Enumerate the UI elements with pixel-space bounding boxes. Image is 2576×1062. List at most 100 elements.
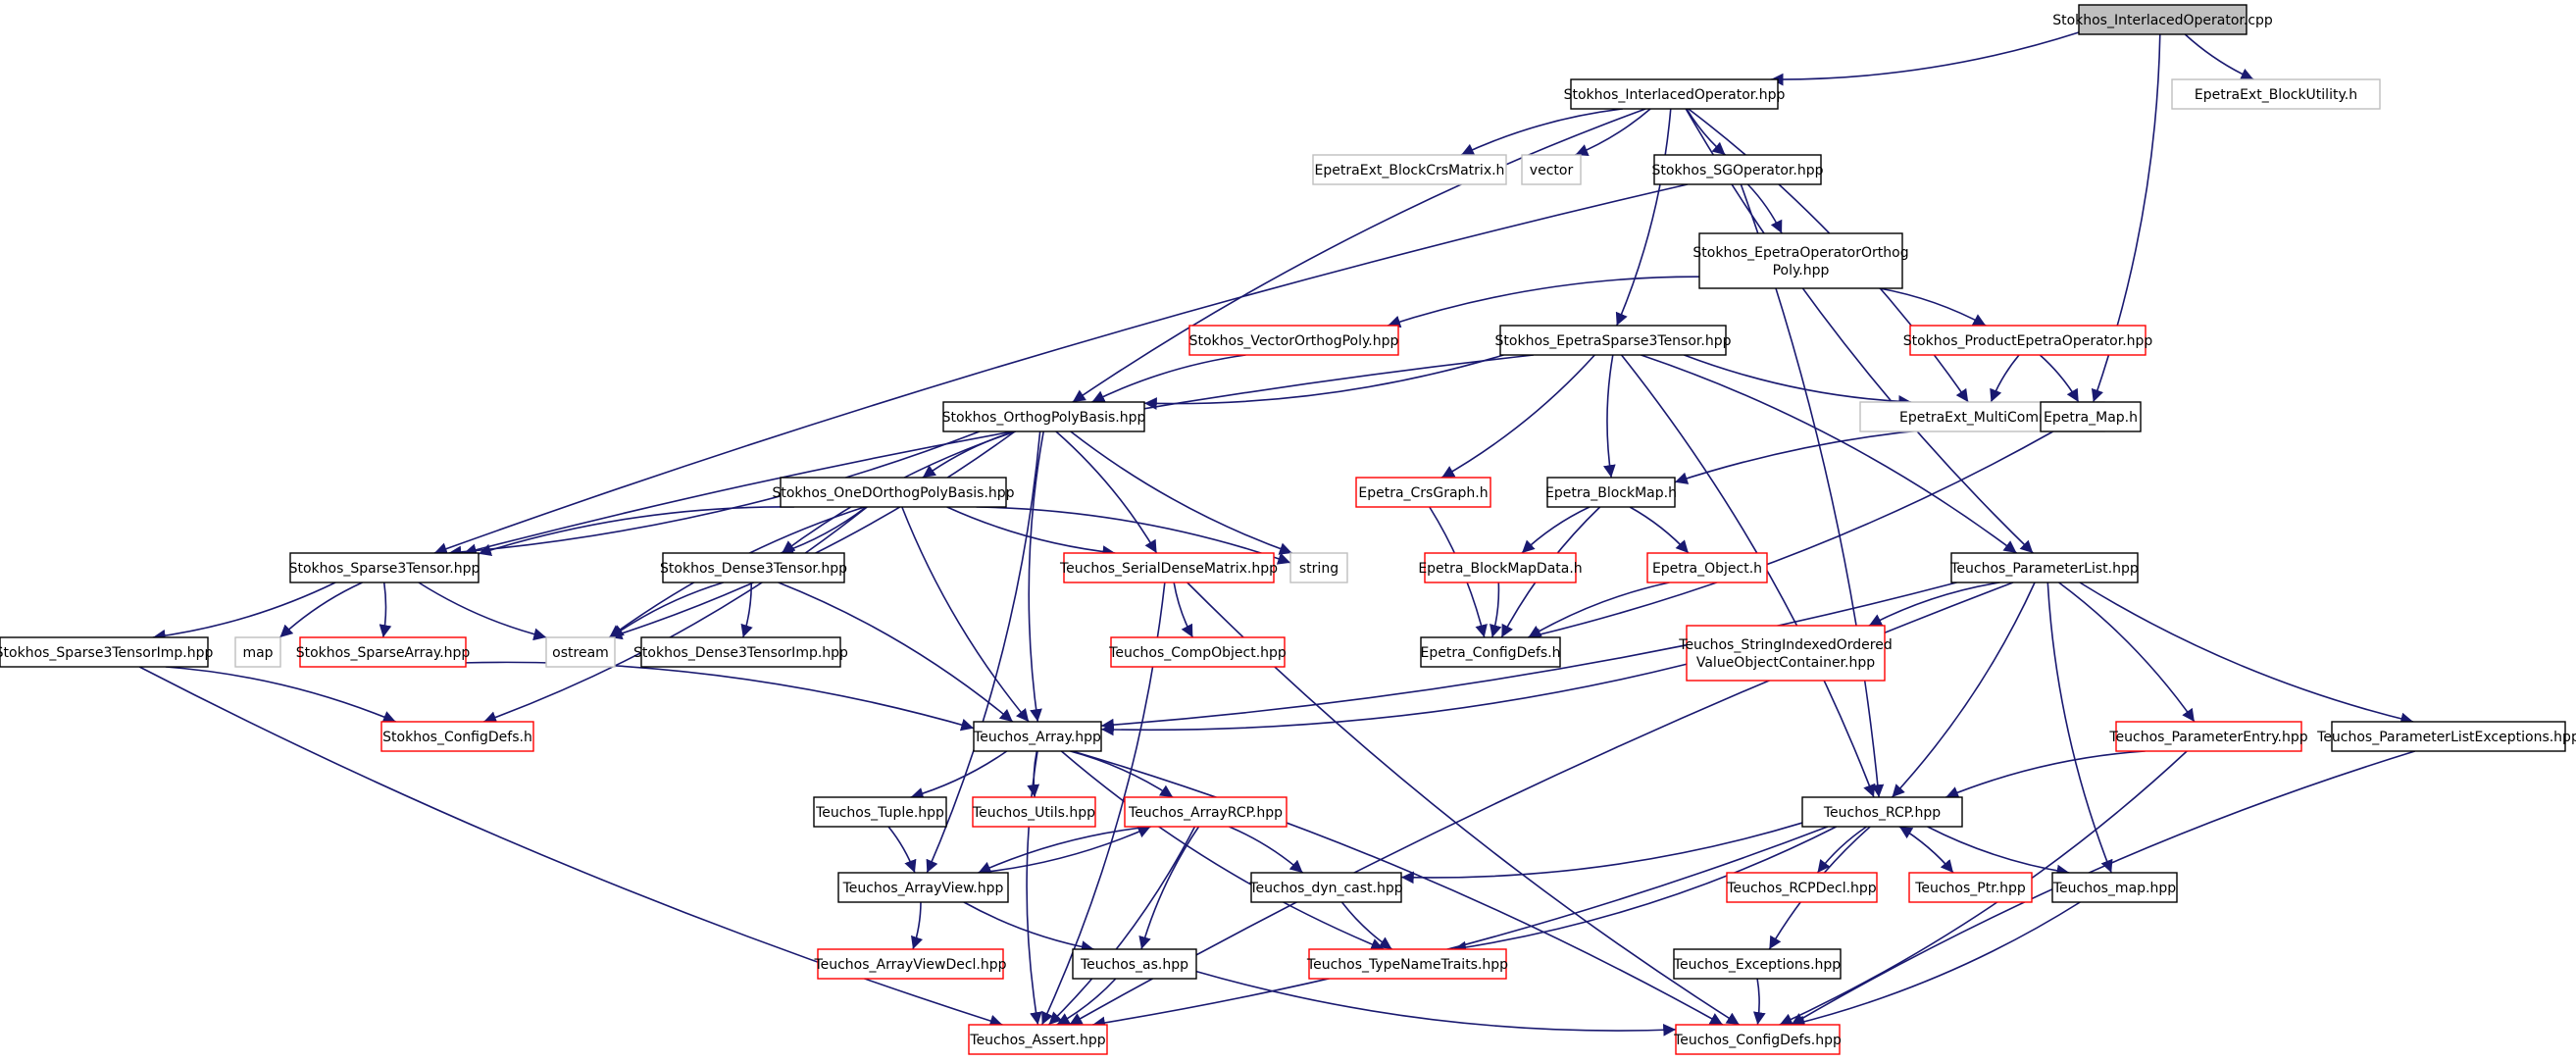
node-label: Teuchos_ParameterEntry.hpp bbox=[2108, 730, 2307, 745]
edge-s3t-to-s3timp bbox=[152, 582, 336, 642]
node-s3timp[interactable]: Stokhos_Sparse3TensorImp.hpp bbox=[0, 636, 213, 668]
node-compobj[interactable]: Teuchos_CompObject.hpp bbox=[1108, 636, 1287, 668]
edge-arcp-to-assert bbox=[1047, 826, 1196, 1026]
edge-array-to-tuple bbox=[910, 750, 1008, 800]
node-label: Teuchos_Utils.hpp bbox=[972, 805, 1095, 821]
node-interlaced_hpp[interactable]: Stokhos_InterlacedOperator.hpp bbox=[1564, 78, 1786, 110]
node-tuple[interactable]: Teuchos_Tuple.hpp bbox=[813, 796, 947, 828]
node-sgop[interactable]: Stokhos_SGOperator.hpp bbox=[1652, 154, 1824, 185]
node-aview[interactable]: Teuchos_ArrayView.hpp bbox=[837, 872, 1009, 903]
node-oneD[interactable]: Stokhos_OneDOrthogPolyBasis.hpp bbox=[772, 477, 1015, 508]
node-sconfig[interactable]: Stokhos_ConfigDefs.h bbox=[380, 721, 534, 752]
edge-eobject-to-econfig bbox=[1528, 582, 1670, 638]
node-arcp[interactable]: Teuchos_ArrayRCP.hpp bbox=[1124, 796, 1288, 828]
node-ptr[interactable]: Teuchos_Ptr.hpp bbox=[1908, 872, 2033, 903]
node-cpp[interactable]: Stokhos_InterlacedOperator.cpp bbox=[2052, 4, 2273, 35]
node-prodop[interactable]: Stokhos_ProductEpetraOperator.hpp bbox=[1903, 325, 2153, 356]
node-d3timp[interactable]: Stokhos_Dense3TensorImp.hpp bbox=[633, 636, 848, 668]
node-assert[interactable]: Teuchos_Assert.hpp bbox=[968, 1024, 1108, 1055]
edge-s3t-to-sparsearr bbox=[379, 582, 392, 638]
node-box bbox=[289, 552, 480, 583]
node-label: Teuchos_Exceptions.hpp bbox=[1673, 957, 1841, 973]
edge-plist-to-plexc bbox=[2079, 582, 2414, 726]
node-sparsearr[interactable]: Stokhos_SparseArray.hpp bbox=[296, 636, 471, 668]
edge-plist-to-pentry bbox=[2058, 582, 2196, 723]
node-exc[interactable]: Teuchos_Exceptions.hpp bbox=[1673, 948, 1842, 980]
node-rcp[interactable]: Teuchos_RCP.hpp bbox=[1801, 796, 1963, 828]
edge-eps3t-to-s3t bbox=[463, 354, 1535, 556]
node-econfig[interactable]: Epetra_ConfigDefs.h bbox=[1420, 636, 1561, 668]
node-pentry[interactable]: Teuchos_ParameterEntry.hpp bbox=[2108, 721, 2308, 752]
node-avdecl[interactable]: Teuchos_ArrayViewDecl.hpp bbox=[813, 948, 1007, 980]
node-s3t[interactable]: Stokhos_Sparse3Tensor.hpp bbox=[289, 552, 480, 583]
edge-s3timp-to-sconfig bbox=[165, 666, 396, 724]
node-string: string bbox=[1289, 552, 1348, 583]
node-label: Poly.hpp bbox=[1773, 263, 1830, 278]
node-box bbox=[1698, 232, 1903, 289]
node-utils[interactable]: Teuchos_Utils.hpp bbox=[972, 796, 1096, 828]
node-box bbox=[1312, 154, 1507, 185]
node-box bbox=[234, 636, 281, 668]
node-as[interactable]: Teuchos_as.hpp bbox=[1072, 948, 1197, 980]
node-tmap[interactable]: Teuchos_map.hpp bbox=[2051, 872, 2178, 903]
node-box bbox=[1653, 154, 1822, 185]
edge-blockmap-to-bmdata bbox=[1521, 506, 1591, 554]
node-vector: vector bbox=[1521, 154, 1582, 185]
node-emap[interactable]: Epetra_Map.h bbox=[2040, 401, 2142, 432]
node-label: ostream bbox=[552, 645, 609, 661]
edge-rcp-to-tnt bbox=[1453, 826, 1838, 954]
node-box bbox=[817, 948, 1004, 980]
node-eps3t[interactable]: Stokhos_EpetraSparse3Tensor.hpp bbox=[1495, 325, 1732, 356]
node-box bbox=[1686, 625, 1886, 682]
node-sdm[interactable]: Teuchos_SerialDenseMatrix.hpp bbox=[1059, 552, 1278, 583]
edge-oneD-to-string bbox=[976, 506, 1291, 565]
edge-array-to-arcp bbox=[1070, 750, 1174, 798]
edge-sdm-to-compobj bbox=[1173, 582, 1194, 638]
node-crsgraph[interactable]: Epetra_CrsGraph.h bbox=[1355, 477, 1491, 508]
node-box bbox=[0, 636, 209, 668]
edge-vop-to-opb bbox=[1091, 354, 1246, 403]
edge-exc-to-tconfig bbox=[1753, 978, 1766, 1026]
node-rcpdecl[interactable]: Teuchos_RCPDecl.hpp bbox=[1726, 872, 1878, 903]
node-box bbox=[2115, 721, 2302, 752]
node-box bbox=[2331, 721, 2566, 752]
node-bmdata[interactable]: Epetra_BlockMapData.h bbox=[1418, 552, 1583, 583]
node-vop[interactable]: Stokhos_VectorOrthogPoly.hpp bbox=[1188, 325, 1399, 356]
node-d3t[interactable]: Stokhos_Dense3Tensor.hpp bbox=[660, 552, 847, 583]
edge-s3t-to-ostream bbox=[418, 582, 547, 641]
edge-plist-to-sioc bbox=[1868, 582, 2000, 627]
node-label: Stokhos_Sparse3TensorImp.hpp bbox=[0, 645, 213, 661]
node-eobject[interactable]: Epetra_Object.h bbox=[1646, 552, 1768, 583]
node-box bbox=[1424, 552, 1577, 583]
edge-d3t-to-d3timp bbox=[740, 582, 753, 638]
node-box bbox=[1355, 477, 1491, 508]
node-box bbox=[380, 721, 534, 752]
node-plexc[interactable]: Teuchos_ParameterListExceptions.hpp bbox=[2316, 721, 2576, 752]
node-box bbox=[2078, 4, 2248, 35]
node-plist[interactable]: Teuchos_ParameterList.hpp bbox=[1949, 552, 2139, 583]
node-dyncast[interactable]: Teuchos_dyn_cast.hpp bbox=[1248, 872, 1403, 903]
node-array[interactable]: Teuchos_Array.hpp bbox=[973, 721, 1102, 752]
node-blockmap[interactable]: Epetra_BlockMap.h bbox=[1545, 477, 1677, 508]
node-label: Stokhos_ProductEpetraOperator.hpp bbox=[1903, 333, 2153, 349]
node-opb[interactable]: Stokhos_OrthogPolyBasis.hpp bbox=[942, 401, 1146, 432]
edge-plexc-to-tconfig bbox=[1791, 750, 2416, 1026]
edge-sgop-to-s3t bbox=[433, 183, 1689, 555]
node-label: Teuchos_dyn_cast.hpp bbox=[1248, 881, 1402, 896]
node-sioc[interactable]: Teuchos_StringIndexedOrderedValueObjectC… bbox=[1678, 625, 1893, 682]
node-label: ValueObjectContainer.hpp bbox=[1696, 655, 1875, 671]
edge-tmap-to-tconfig bbox=[1792, 901, 2081, 1029]
node-label: Stokhos_OrthogPolyBasis.hpp bbox=[942, 410, 1146, 426]
edge-pentry-to-rcp bbox=[1945, 750, 2146, 799]
edge-arcp-to-aview bbox=[978, 826, 1151, 874]
edge-opb-to-sdm bbox=[1055, 430, 1158, 554]
node-box bbox=[1308, 948, 1507, 980]
node-label: Teuchos_RCP.hpp bbox=[1823, 805, 1941, 821]
node-label: Teuchos_Array.hpp bbox=[973, 730, 1101, 745]
edge-array-to-tconfig bbox=[1072, 750, 1724, 1026]
node-tnt[interactable]: Teuchos_TypeNameTraits.hpp bbox=[1306, 948, 1508, 980]
node-box bbox=[968, 1024, 1108, 1055]
node-tconfig[interactable]: Teuchos_ConfigDefs.hpp bbox=[1673, 1024, 1842, 1055]
